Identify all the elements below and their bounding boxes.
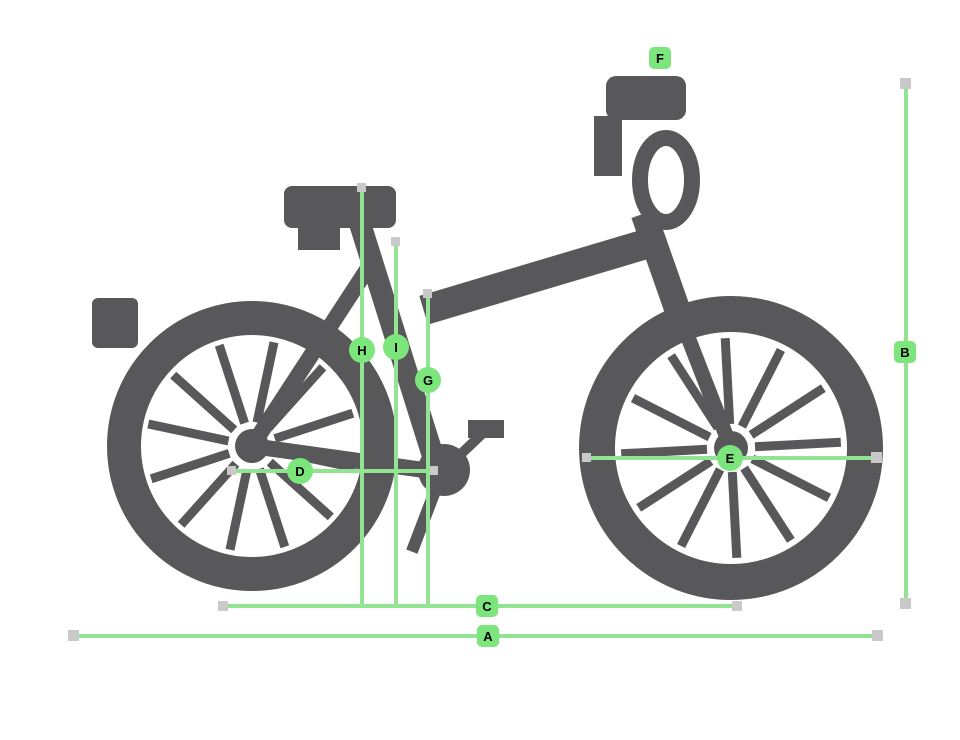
chain-stay — [242, 436, 448, 482]
wheel-spoke — [177, 460, 240, 528]
wheel-spoke — [748, 384, 826, 439]
endpoint-i-top — [391, 237, 400, 246]
endpoint-b-top — [900, 78, 911, 89]
handlebar-grip-ring — [632, 130, 700, 230]
crank-arm — [436, 426, 490, 478]
measurement-label-g: G — [415, 367, 441, 393]
endpoint-e-left — [582, 453, 591, 462]
wheel-spoke — [255, 467, 290, 549]
wheel-spoke — [727, 471, 742, 559]
wheel-spoke — [147, 419, 230, 446]
saddle-spring — [298, 222, 340, 250]
wheel-spoke — [754, 437, 842, 452]
front-fork — [662, 286, 741, 458]
wheel-spoke — [214, 343, 249, 425]
measurement-label-f: F — [649, 47, 671, 69]
down-tube — [419, 225, 665, 325]
wheel-spoke — [149, 449, 231, 484]
endpoint-c-right — [732, 601, 742, 611]
wheel-spoke — [630, 394, 712, 442]
measurement-label-e: E — [717, 445, 743, 471]
seat-stay — [240, 250, 384, 458]
wheel-spoke — [620, 444, 708, 459]
wheel-spoke — [225, 468, 252, 551]
wheel-spoke — [677, 467, 725, 549]
wheel-spoke — [170, 371, 238, 434]
wheel-spoke — [273, 408, 355, 443]
endpoint-a-right — [872, 630, 883, 641]
endpoint-g-top — [423, 289, 432, 298]
wheel-spoke — [740, 465, 795, 543]
measurement-label-c: C — [476, 595, 498, 617]
endpoint-d-right — [429, 466, 438, 475]
handlebar-stem-top — [606, 76, 686, 120]
measurement-label-i: I — [383, 334, 409, 360]
front-wheel-tire — [579, 296, 883, 600]
measurement-label-b: B — [894, 341, 916, 363]
wheel-spoke — [636, 457, 714, 512]
wheel-spoke — [667, 353, 722, 431]
endpoint-h-top — [357, 183, 366, 192]
head-tube-upper — [594, 116, 622, 176]
saddle — [284, 186, 396, 228]
pedal — [468, 420, 504, 438]
endpoint-b-bottom — [900, 598, 911, 609]
endpoint-d-left — [227, 466, 236, 475]
wheel-spoke — [737, 347, 785, 429]
endpoint-a-left — [68, 630, 79, 641]
bicycle-silhouette — [92, 76, 883, 600]
head-tube — [631, 209, 691, 317]
front-wheel-spokes — [620, 337, 842, 559]
rear-wheel-tire — [107, 301, 397, 591]
wheel-spoke — [252, 341, 279, 424]
endpoint-c-left — [218, 601, 228, 611]
measurement-label-d: D — [287, 458, 313, 484]
measurement-label-h: H — [349, 337, 375, 363]
wheel-spoke — [720, 337, 735, 425]
measurement-label-a: A — [477, 625, 499, 647]
wheel-spoke — [750, 454, 832, 502]
rear-fender — [92, 298, 138, 348]
endpoint-e-right — [871, 452, 882, 463]
